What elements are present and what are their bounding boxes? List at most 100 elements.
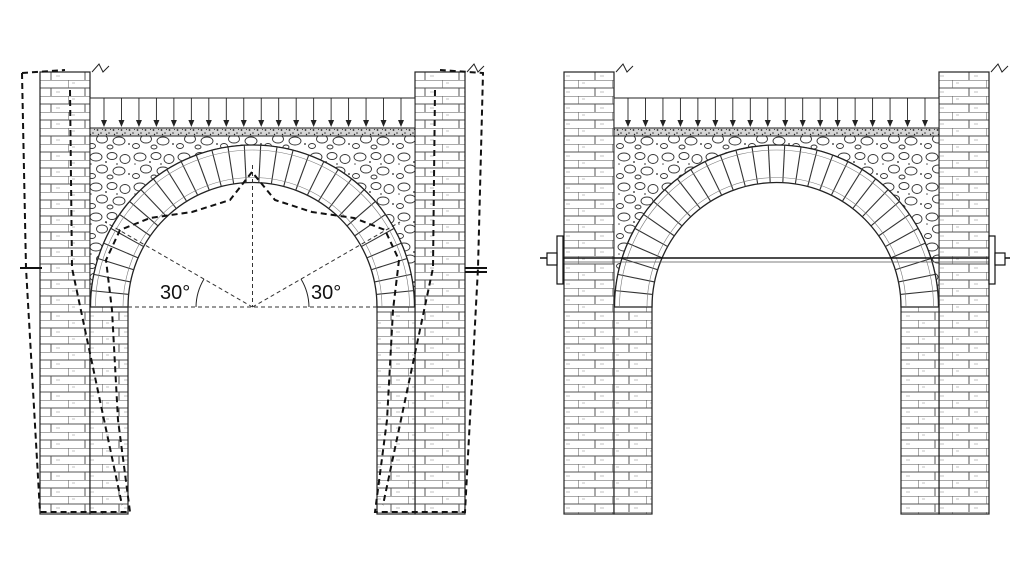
voussoir-joint [819,154,834,191]
break-symbol [990,63,1009,73]
voussoir-joint [93,273,131,283]
load-arrow-head [677,120,684,127]
left-pier [563,71,615,515]
voussoir-joint [258,145,262,183]
load-arrow-head [328,120,335,127]
voussoir-joint [615,290,653,295]
voussoir-joint [767,145,771,183]
voussoir-joint [366,242,402,259]
tie-rod [540,235,1010,285]
voussoir-joint [735,150,746,187]
right-anchor-plate [988,235,996,285]
load-arrow-head [223,120,230,127]
load-arrow-head [922,120,928,127]
voussoir-joint [621,257,658,271]
load-arrow-head [135,120,142,127]
load-arrow-head [747,120,754,127]
break-symbol [615,63,634,73]
voussoir-joint [306,161,325,196]
load-arrow-head [729,120,736,127]
voussoir-joint [371,257,408,271]
voussoir-joint [166,169,188,202]
voussoir-joint [243,145,247,183]
voussoir-joint [180,161,199,196]
voussoir-joint [374,273,412,283]
voussoir-joint [861,189,889,218]
voussoir-joint [152,178,177,209]
voussoir-joint [895,257,932,271]
left-anchor-plate [556,235,564,285]
voussoir-joint [617,273,655,283]
load-arrow-head [380,120,387,127]
left-angle-label: 30° [160,282,190,304]
load-arrow-head [275,120,282,127]
voussoir-joint [195,154,210,191]
voussoir-joint [830,161,849,196]
load-arrow-head [834,120,841,127]
right-arch-panel [563,63,1009,515]
voussoir-joint [119,214,151,237]
load-arrow-head [188,120,195,127]
voussoir-joint [704,161,723,196]
load-arrow-head [205,120,212,127]
break-symbol [91,63,110,73]
voussoir-joint [103,242,139,259]
arch-ring-outline [89,144,416,308]
voussoir-joint [643,214,675,237]
right-angle-arc [300,278,310,308]
load-arrow-head [694,120,701,127]
load-arrow-head [625,120,631,127]
voussoir-joint [110,227,144,248]
load-arrow-head [642,120,649,127]
voussoir-joint [317,169,339,202]
voussoir-joint [878,214,910,237]
voussoir-joint [900,290,938,295]
extrados-line [619,149,934,308]
left-arch-panel [39,63,485,515]
voussoir-joint [782,145,786,183]
break-symbol [466,63,485,73]
voussoir-joint [676,178,701,209]
load-arrow-head [852,120,859,127]
voussoir-joint [653,201,683,227]
load-arrow-head [817,120,824,127]
arch-ring-outline [613,144,940,308]
voussoir-joint [91,290,129,295]
left-angle-arc [195,278,205,308]
voussoir-joint [852,178,877,209]
extrados-line [95,149,410,308]
left-angle-ray [104,221,253,308]
right-angle-ray [252,221,401,308]
load-arrow-head [153,120,160,127]
left-pier [39,71,91,515]
voussoir-joint [664,189,692,218]
load-arrow-head [240,120,247,127]
voussoir-joint [634,227,668,248]
voussoir-joint [346,201,376,227]
load-arrow-head [101,120,107,127]
left-pier-arch-side [613,299,653,515]
gravel-layer [613,127,940,137]
voussoir-joint [328,178,353,209]
load-arrow-head [869,120,876,127]
load-arrow-head [258,120,265,127]
right-pier [938,71,990,515]
deformed-shape-line [21,69,485,513]
left-arch-ring [89,63,485,308]
voussoir-joint [211,150,222,187]
voussoir-joint [890,242,926,259]
voussoir-joint [751,146,759,185]
voussoir-joint [898,273,936,283]
load-arrow-head [782,120,789,127]
left-anchor-nut [546,252,558,266]
load-arrow-head [170,120,177,127]
load-arrow-head [887,120,894,127]
distributed-load [613,97,940,129]
voussoir-joint [337,189,365,218]
voussoir-joint [270,146,278,185]
load-arrow-head [293,120,300,127]
load-arrow-head [904,120,911,127]
voussoir-joint [807,150,818,187]
voussoir-joint [97,257,134,271]
